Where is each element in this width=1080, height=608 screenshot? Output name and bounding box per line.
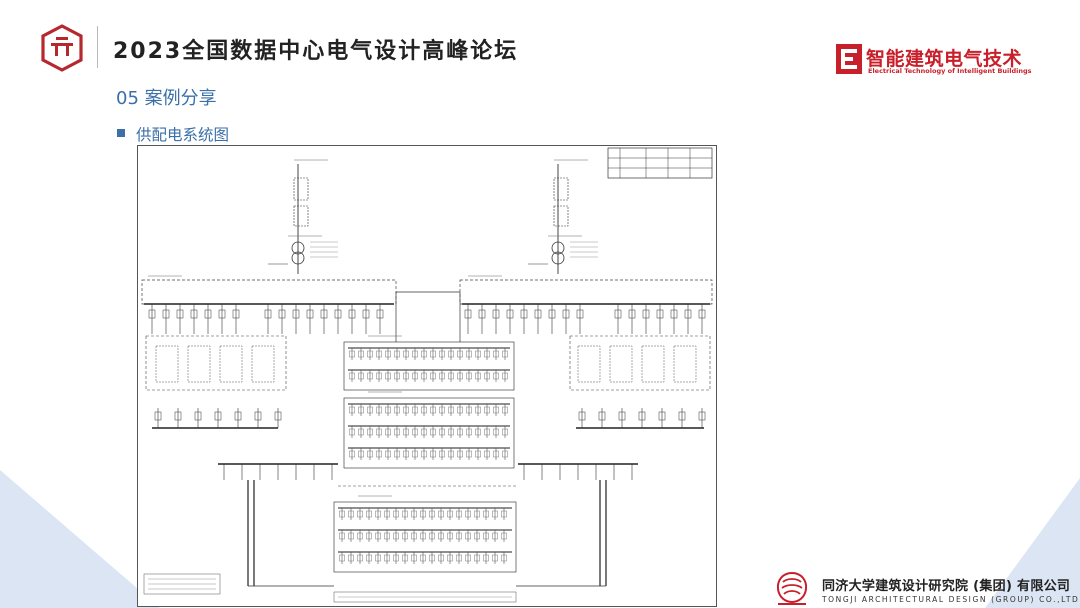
slide-header: 2023全国数据中心电气设计高峰论坛 智能建筑电气技术 Electrical T… [0, 0, 1080, 80]
brand-name-en: Electrical Technology of Intelligent Bui… [868, 67, 1032, 75]
diagram-drawing [141, 147, 713, 603]
brand-logo-icon [836, 44, 862, 74]
tjad-logo-icon [776, 571, 808, 605]
corner-triangle-right [985, 478, 1080, 608]
bullet-text: 供配电系统图 [136, 126, 230, 144]
footer-org-name-cn: 同济大学建筑设计研究院 (集团) 有限公司 [822, 579, 1071, 594]
conference-logo-icon [41, 24, 83, 72]
corner-triangle-left [0, 470, 160, 608]
header-divider [97, 26, 98, 68]
power-distribution-diagram [137, 145, 717, 607]
brand-logo: 智能建筑电气技术 Electrical Technology of Intell… [836, 42, 1036, 78]
square-bullet-icon [117, 129, 125, 137]
brand-name-cn: 智能建筑电气技术 [866, 48, 1023, 70]
conference-title: 2023全国数据中心电气设计高峰论坛 [113, 39, 519, 64]
section-title: 05 案例分享 [116, 88, 217, 109]
footer-org-name-en: TONGJI ARCHITECTURAL DESIGN (GROUP) CO.,… [822, 595, 1080, 604]
